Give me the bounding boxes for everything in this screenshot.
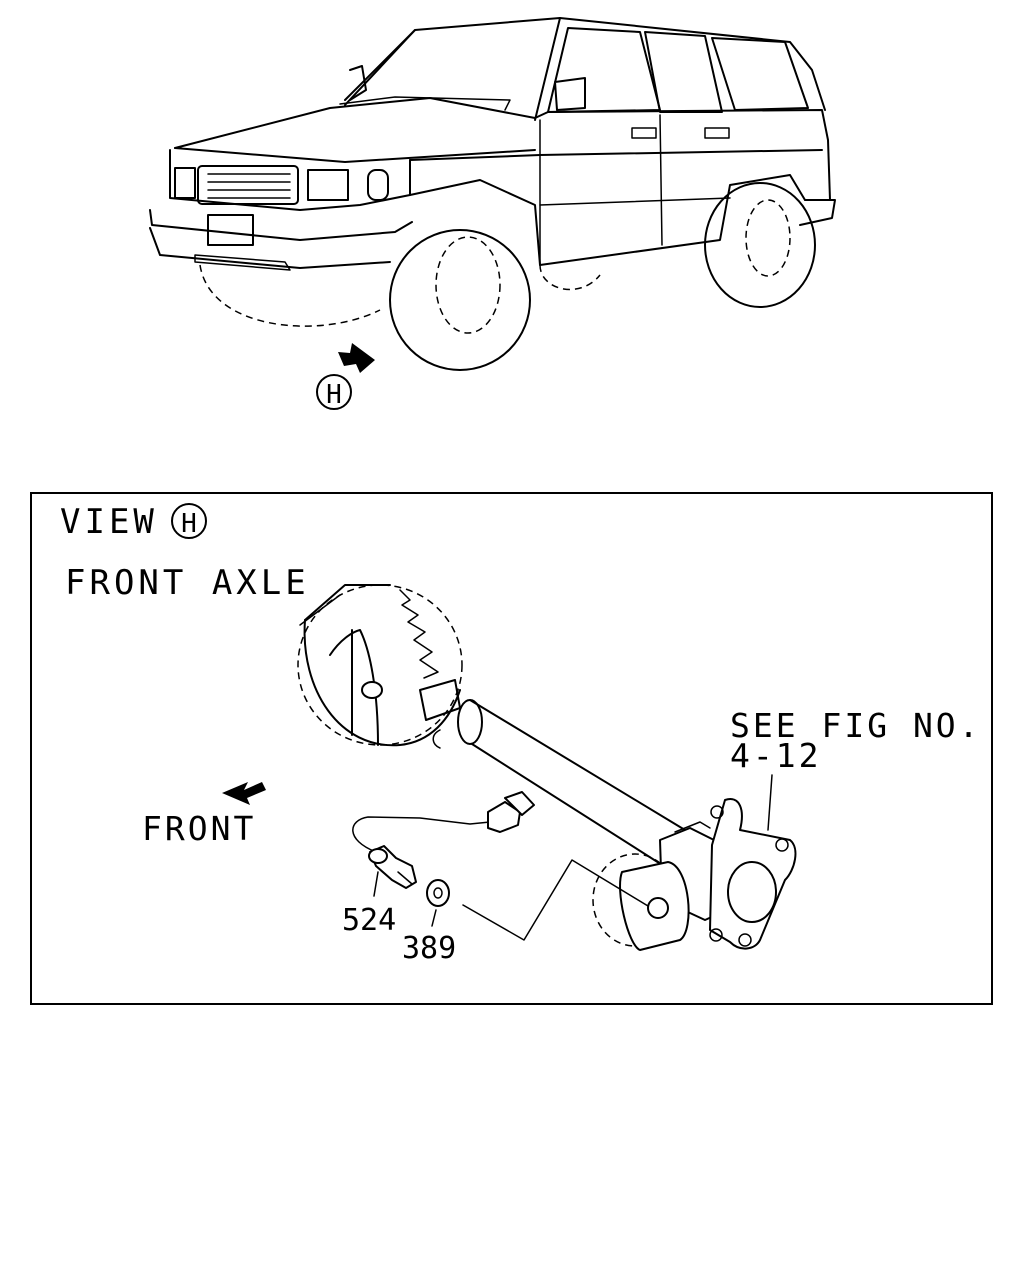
view-direction-arrow-icon xyxy=(338,343,375,373)
front-label: FRONT xyxy=(142,809,256,848)
view-marker: H xyxy=(316,374,352,410)
vehicle-illustration xyxy=(149,17,836,371)
speed-sensor-assembly xyxy=(352,791,535,889)
view-label: VIEW xyxy=(60,502,158,542)
view-letter: H xyxy=(181,509,197,539)
washer xyxy=(426,879,450,907)
grille-icon xyxy=(207,173,291,199)
see-fig-line1: SEE FIG NO. xyxy=(730,706,982,745)
detail-panel-frame xyxy=(30,492,993,1005)
see-fig-leader-line xyxy=(767,774,773,831)
part-389-leader xyxy=(431,909,437,927)
part-number-389: 389 xyxy=(402,931,456,966)
part-524-leader xyxy=(373,871,379,897)
view-marker-letter: H xyxy=(326,380,342,410)
view-letter-marker: H xyxy=(171,503,207,539)
front-direction-arrow-icon xyxy=(222,782,266,805)
front-axle-housing xyxy=(297,584,797,951)
diagram-title: FRONT AXLE xyxy=(65,563,310,603)
sensor-leader-line xyxy=(462,859,649,941)
part-number-524: 524 xyxy=(342,903,396,938)
see-fig-line2: 4-12 xyxy=(730,736,821,775)
